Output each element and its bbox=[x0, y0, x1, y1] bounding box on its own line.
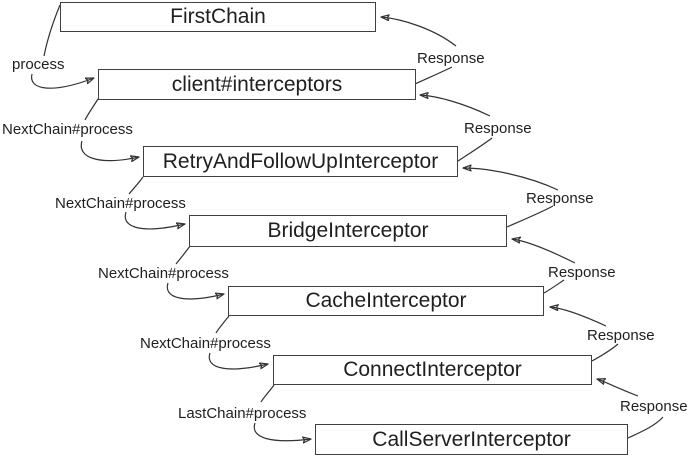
box-retry-and-follow-up-interceptor: RetryAndFollowUpInterceptor bbox=[143, 146, 458, 177]
response-tail-4 bbox=[543, 279, 565, 294]
response-tail-3 bbox=[506, 205, 554, 228]
process-call-label: NextChain#process bbox=[55, 195, 186, 212]
response-arrow-4 bbox=[512, 239, 576, 264]
box-client-interceptors: client#interceptors bbox=[98, 69, 416, 100]
response-label: Response bbox=[464, 120, 532, 137]
response-arrow-1 bbox=[381, 17, 457, 47]
process-call-label: NextChain#process bbox=[2, 121, 133, 138]
process-arrow-3 bbox=[124, 211, 185, 230]
process-arrow-1 bbox=[31, 73, 94, 89]
process-arrow-4 bbox=[166, 282, 224, 300]
response-arrow-2 bbox=[420, 95, 491, 117]
box-call-server-interceptor: CallServerInterceptor bbox=[315, 424, 628, 455]
process-tail-1 bbox=[43, 4, 61, 57]
response-tail-2 bbox=[457, 137, 493, 162]
response-label: Response bbox=[526, 190, 594, 207]
process-tail-5 bbox=[215, 315, 230, 334]
response-arrow-5 bbox=[550, 307, 607, 327]
response-tail-1 bbox=[414, 66, 453, 85]
response-label: Response bbox=[548, 264, 616, 281]
response-tail-6 bbox=[627, 416, 664, 439]
process-arrow-5 bbox=[208, 352, 268, 370]
response-label: Response bbox=[417, 50, 485, 67]
box-first-chain: FirstChain bbox=[60, 2, 376, 32]
process-tail-4 bbox=[175, 245, 191, 265]
process-arrow-2 bbox=[80, 140, 139, 161]
box-connect-interceptor: ConnectInterceptor bbox=[273, 355, 592, 385]
response-tail-5 bbox=[591, 343, 619, 362]
process-call-label: process bbox=[12, 56, 65, 73]
process-arrow-6 bbox=[253, 422, 311, 441]
response-arrow-6 bbox=[597, 379, 639, 397]
response-arrow-3 bbox=[463, 168, 559, 191]
box-bridge-interceptor: BridgeInterceptor bbox=[189, 215, 507, 247]
response-label: Response bbox=[587, 327, 655, 344]
response-label: Response bbox=[620, 398, 688, 415]
process-tail-6 bbox=[260, 384, 275, 403]
process-call-label: LastChain#process bbox=[178, 405, 307, 422]
process-call-label: NextChain#process bbox=[140, 335, 271, 352]
process-tail-3 bbox=[128, 176, 144, 195]
process-call-label: NextChain#process bbox=[98, 265, 229, 282]
process-tail-2 bbox=[84, 98, 99, 121]
box-cache-interceptor: CacheInterceptor bbox=[228, 286, 544, 316]
